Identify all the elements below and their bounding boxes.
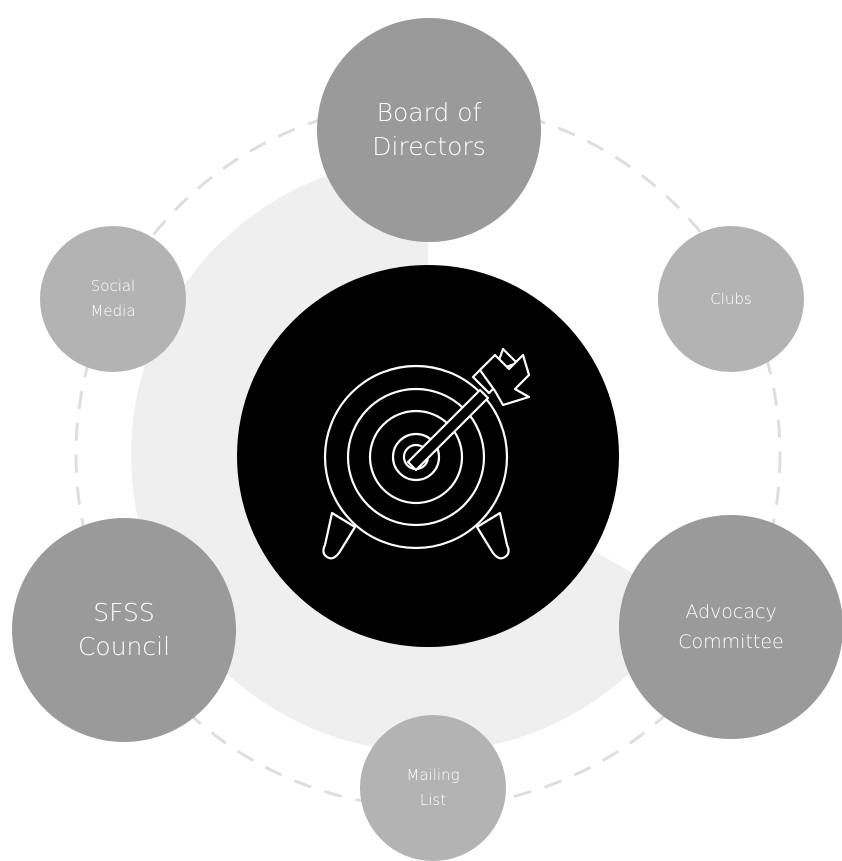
advocacy-committee-node: Advocacy Committee (619, 515, 842, 739)
target-with-arrow-icon (322, 347, 531, 560)
clubs-label: Clubs (710, 289, 752, 308)
board-of-directors-node: Board of Directors (317, 18, 541, 242)
board-of-directors-label: Board of Directors (372, 98, 486, 161)
mailing-list-label: Mailing List (406, 766, 460, 809)
social-media-node: Social Media (40, 226, 186, 372)
mailing-list-node: Mailing List (360, 715, 506, 861)
advocacy-committee-label: Advocacy Committee (678, 601, 784, 653)
center-target-circle (237, 265, 619, 647)
social-media-label: Social Media (90, 277, 136, 320)
clubs-node: Clubs (658, 226, 804, 372)
sfss-council-label: SFSS Council (77, 598, 171, 661)
sfss-council-node: SFSS Council (12, 518, 236, 742)
